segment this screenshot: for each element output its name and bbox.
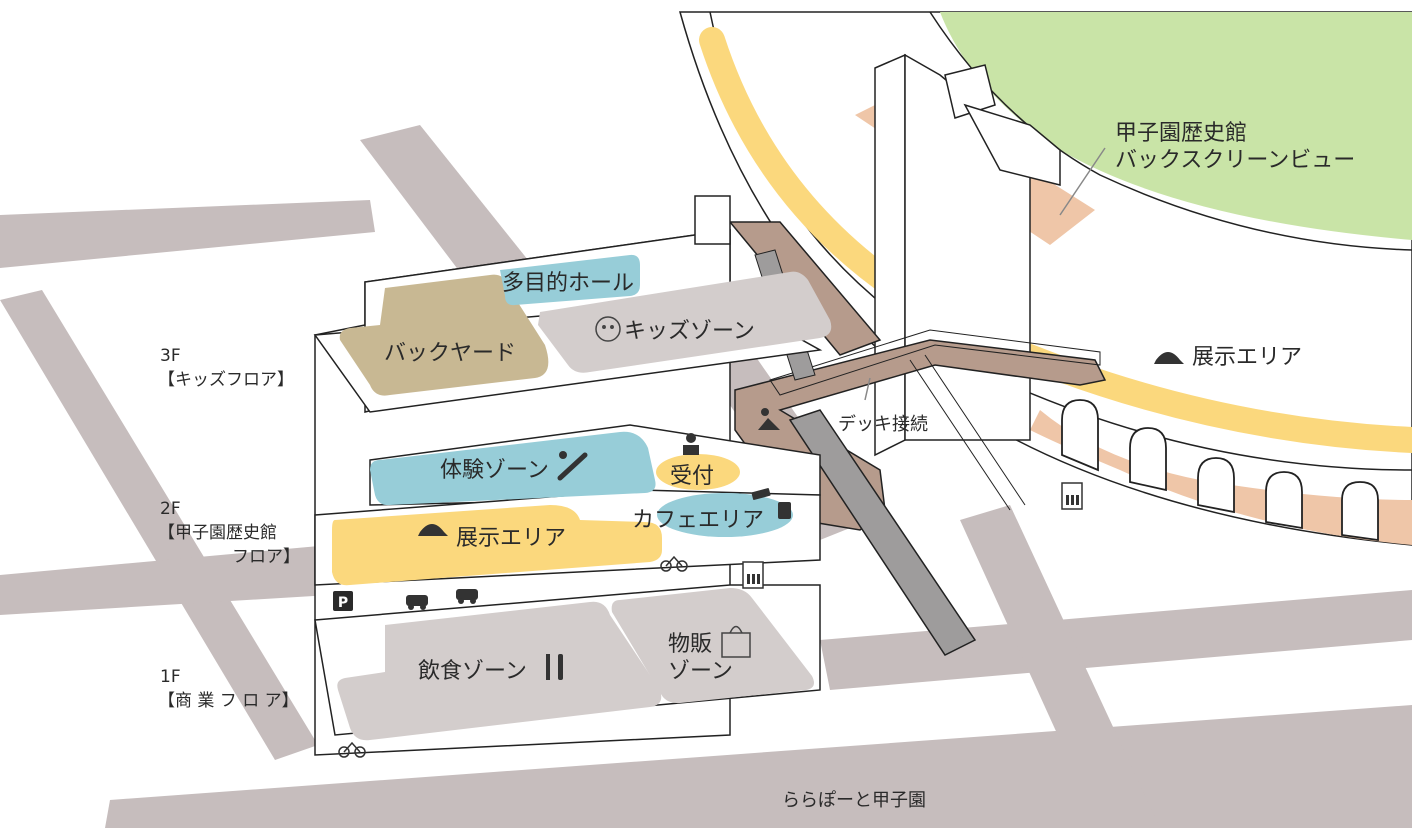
zone-buppan-line2: ゾーン — [668, 659, 733, 684]
stadium-field — [940, 12, 1412, 240]
deck-railings — [769, 329, 1101, 511]
backscreen-label-line1: 甲子園歴史館 — [1115, 121, 1247, 146]
escalator-person-icon — [758, 408, 780, 430]
floor-2f-name-line1: 【甲子園歴史館 — [158, 523, 277, 543]
zone-tenji-2f: 展示エリア — [456, 526, 566, 551]
cap-icon — [418, 524, 448, 536]
zone-kids: キッズゾーン — [624, 319, 755, 344]
zone-uketsuke: 受付 — [670, 464, 714, 489]
shopping-bag-icon — [721, 625, 751, 658]
car-icon — [456, 589, 478, 604]
bicycle-icon — [660, 555, 688, 572]
road-right — [820, 590, 1412, 690]
stadium-peach-arcade — [1030, 410, 1412, 545]
book-icon — [751, 488, 771, 500]
baby-face-icon — [595, 316, 621, 342]
road-right-diagonal — [960, 505, 1160, 828]
backscreen-tower — [874, 53, 1061, 457]
elevator-shaft — [694, 195, 731, 245]
road-upper-left — [0, 200, 375, 268]
zone-inshoku: 飲食ゾーン — [418, 659, 527, 684]
floor-3f — [339, 254, 832, 396]
car-icon — [406, 595, 428, 610]
elevator-icon — [1061, 482, 1083, 510]
stadium — [679, 11, 1412, 546]
floor-2f — [332, 431, 793, 586]
cafe-area — [657, 493, 793, 537]
parking-symbol: P — [338, 595, 348, 611]
parking-icon — [333, 591, 353, 611]
cap-icon — [1154, 352, 1184, 364]
floor-2f-level: 2F — [160, 499, 181, 519]
zone-backyard: バックヤード — [384, 341, 516, 366]
escalator-main — [788, 409, 977, 656]
zone-taiken: 体験ゾーン — [440, 458, 549, 483]
zone-cafe: カフェエリア — [632, 508, 764, 533]
bicycle-icon — [338, 741, 366, 758]
baseball-bat-icon — [557, 451, 588, 481]
elevator-icon — [742, 561, 764, 589]
zone-buppan-line1: 物販 — [668, 632, 712, 657]
backscreen-label-line2: バックスクリーンビュー — [1115, 148, 1355, 173]
floor-1f — [337, 588, 814, 741]
uketsuke-area — [656, 454, 740, 490]
backscreen-leader-line — [1059, 147, 1106, 216]
floor-2f-name-line2: フロア】 — [232, 547, 300, 567]
floor-3f-name: 【キッズフロア】 — [158, 370, 294, 390]
stadium-tenji-area-label: 展示エリア — [1192, 345, 1302, 370]
floor-1f-level: 1F — [160, 667, 181, 687]
road-left-diagonal — [0, 290, 318, 760]
deck-connection-label: デッキ接続 — [838, 414, 928, 435]
road-mid-left — [0, 545, 330, 615]
receptionist-icon — [683, 433, 699, 455]
floor-3f-level: 3F — [160, 346, 181, 366]
cafe-cup-icon — [778, 502, 791, 519]
stadium-arches — [1061, 399, 1379, 542]
floor-1f-name: 【商 業 フ ロ ア】 — [158, 691, 299, 711]
lalaport-label: ららぽーと甲子園 — [782, 790, 926, 811]
utensils-icon — [546, 654, 563, 680]
zone-tamokuteki-hall: 多目的ホール — [502, 271, 634, 296]
